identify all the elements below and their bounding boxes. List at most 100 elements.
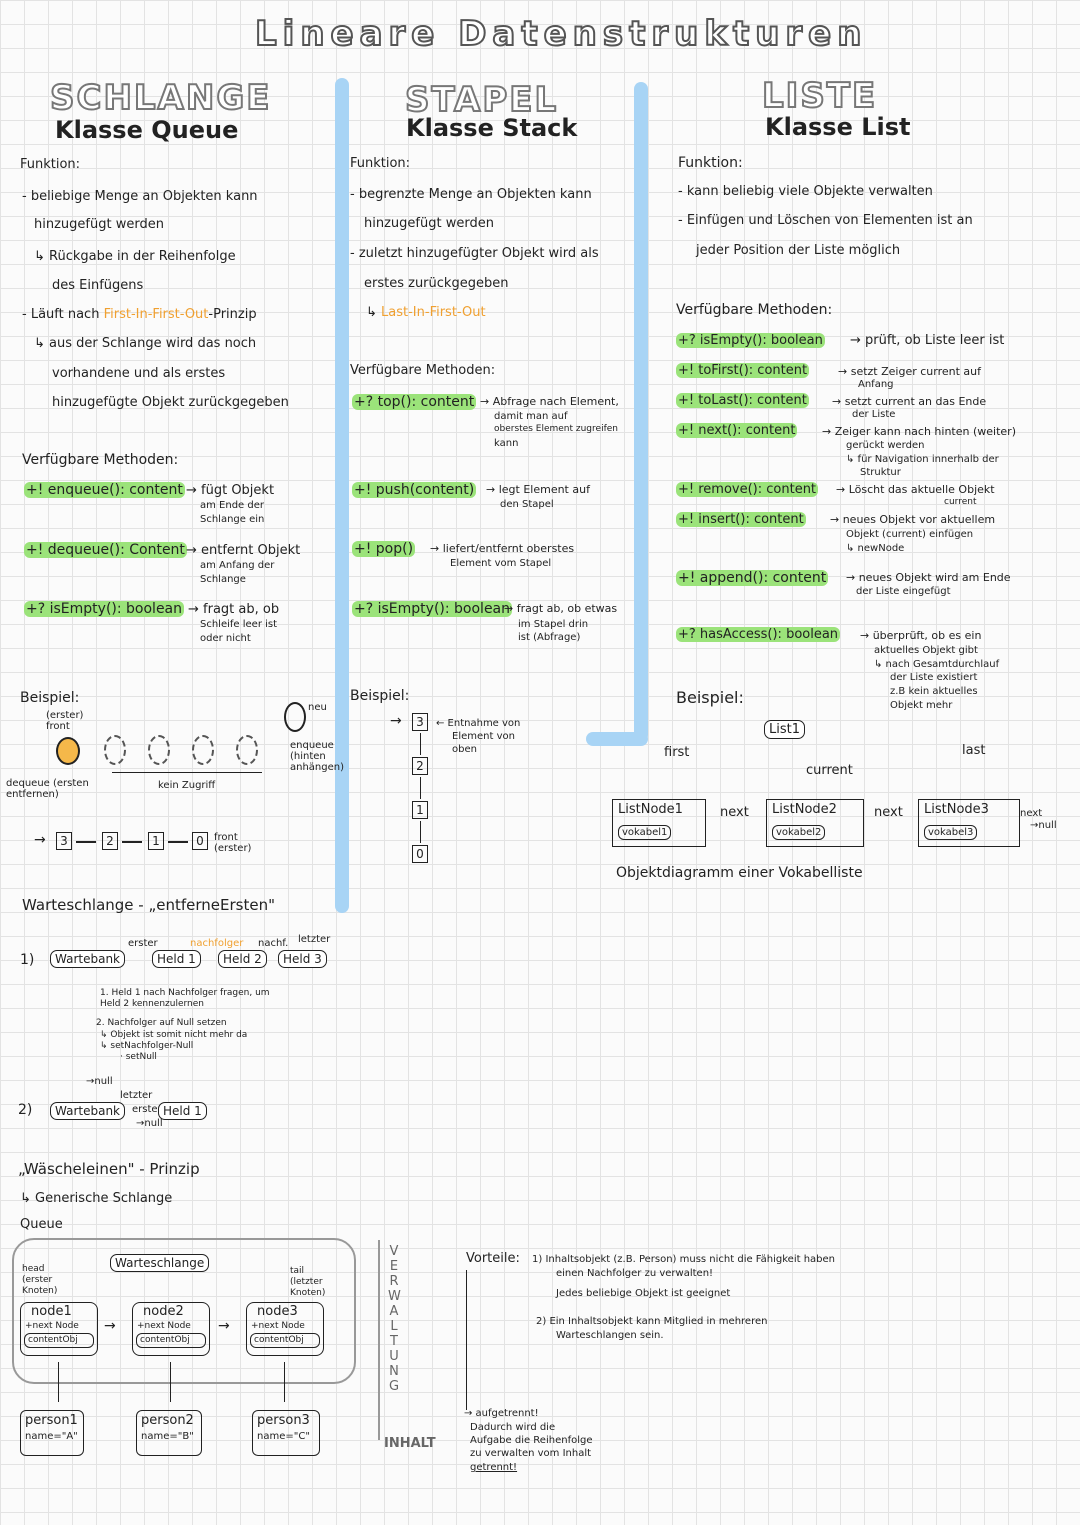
queue-example-label: Beispiel:	[20, 690, 80, 706]
wl-sub: ↳ Generische Schlange	[20, 1191, 173, 1206]
queue-chain-link	[76, 841, 96, 843]
vorteile-1b: einen Nachfolger zu verwalten!	[556, 1268, 714, 1279]
ws1-box-held3: Held 3	[278, 950, 327, 968]
list-method-append: +! append(): content	[676, 570, 829, 586]
verwaltung-letter: G	[388, 1379, 400, 1394]
wl-tail: tail (letzter Knoten)	[290, 1266, 326, 1298]
list-func-2b: jeder Position der Liste möglich	[696, 243, 901, 258]
queue-chain-0: 3	[56, 832, 72, 850]
page-title: Lineare Datenstrukturen	[254, 13, 868, 55]
list-methods-label: Verfügbare Methoden:	[676, 302, 833, 318]
queue-ex-bracket	[112, 772, 262, 773]
wl-person-1-name: person1	[25, 1413, 78, 1428]
wl-link-3	[284, 1362, 285, 1402]
vorteile-arrow-line	[466, 1270, 467, 1410]
list-ex-node-1-value: vokabel1	[618, 825, 672, 840]
list-ex-node-1-name: ListNode1	[618, 802, 683, 817]
list-hasaccess-desc-5: z.B kein aktuelles	[890, 686, 978, 697]
stack-subtitle: Klasse Stack	[406, 114, 578, 142]
stack-item-0: 3	[412, 713, 428, 731]
queue-func-2a: ↳ Rückgabe in der Reihenfolge	[34, 249, 236, 264]
list-ex-node-1: ListNode1 vokabel1	[612, 799, 706, 847]
wl-node-3-obj: contentObj	[250, 1333, 320, 1348]
list-hasaccess-desc-3: ↳ nach Gesamtdurchlauf	[874, 659, 1000, 670]
ws1-num: 1)	[20, 952, 35, 968]
wl-node-1-next: +next Node	[25, 1321, 79, 1331]
stack-push-desc-1: → legt Element auf	[486, 483, 590, 496]
queue-ex-enqueue: enqueue (hinten anhängen)	[290, 740, 345, 773]
wl-person-3-name: person3	[257, 1413, 310, 1428]
list-func-2a: - Einfügen und Löschen von Elementen ist…	[678, 213, 973, 228]
ws1-label-erster: erster	[128, 938, 158, 949]
wl-link-1	[58, 1362, 59, 1402]
queue-ex-element-3	[148, 735, 170, 765]
list-ex-node-2-name: ListNode2	[772, 802, 837, 817]
ws2-null-2: →null	[136, 1118, 163, 1129]
queue-method-dequeue: +! dequeue(): Content	[24, 542, 187, 558]
wl-arrow-2: →	[218, 1318, 230, 1334]
ws1-note-5: · setNull	[120, 1052, 157, 1062]
auf-3: Aufgabe die Reihenfolge	[470, 1435, 593, 1446]
stack-method-push: +! push(content)	[352, 482, 477, 498]
wl-person-1-value: name="A"	[25, 1431, 78, 1442]
ws1-note-2: 2. Nachfolger auf Null setzen	[96, 1018, 227, 1028]
wl-person-2-value: name="B"	[141, 1431, 194, 1442]
list-ex-next-2: next	[874, 805, 903, 820]
wl-person-3-value: name="C"	[257, 1431, 310, 1442]
queue-chain-1: 2	[102, 832, 118, 850]
list-ex-node-2-value: vokabel2	[772, 825, 826, 840]
ws2-null: →null	[86, 1076, 113, 1087]
stack-isempty-desc-1: → fragt ab, ob etwas	[504, 602, 618, 615]
ws1-label-nachf: nachf.	[258, 938, 289, 949]
wl-node-3-name: node3	[257, 1304, 298, 1319]
queue-method-enqueue: +! enqueue(): content	[24, 482, 185, 498]
queue-title: SCHLANGE	[49, 77, 272, 119]
wl-node-2-next: +next Node	[137, 1321, 191, 1331]
list-hasaccess-desc-4: der Liste existiert	[890, 672, 978, 683]
ws1-box-held1: Held 1	[152, 950, 201, 968]
wl-queue: Queue	[20, 1217, 63, 1232]
ws2-letzter: letzter	[120, 1090, 153, 1101]
stack-link	[420, 821, 421, 843]
list-method-tolast: +! toLast(): content	[676, 393, 809, 408]
stack-func-1a: - begrenzte Menge an Objekten kann	[350, 187, 592, 202]
list-next-desc-3: ↳ für Navigation innerhalb der	[846, 454, 999, 465]
queue-func-1b: hinzugefügt werden	[34, 217, 164, 232]
list-ex-node-3-value: vokabel3	[924, 825, 978, 840]
wl-head: head (erster Knoten)	[22, 1264, 58, 1296]
list-ex-null: →null	[1030, 820, 1057, 831]
wl-person-2: person2 name="B"	[136, 1410, 202, 1456]
stack-func-2b: erstes zurückgegeben	[364, 276, 509, 291]
stack-method-isempty: +? isEmpty(): boolean	[352, 601, 513, 617]
queue-func-3: - Läuft nach First-In-First-Out-Prinzip	[22, 308, 257, 322]
list-next-desc-4: Struktur	[860, 467, 901, 478]
stack-item-1: 2	[412, 757, 428, 775]
verwaltung-letter: U	[389, 1349, 399, 1364]
list-method-insert: +! insert(): content	[676, 512, 806, 527]
verwaltung-letter: V	[389, 1244, 399, 1259]
list-ex-next-1: next	[720, 805, 749, 820]
stack-methods-label: Verfügbare Methoden:	[350, 363, 496, 378]
wl-person-1: person1 name="A"	[20, 1410, 84, 1456]
stack-push-desc-2: den Stapel	[500, 499, 554, 510]
list-hasaccess-desc-2: aktuelles Objekt gibt	[874, 645, 978, 656]
queue-methods-label: Verfügbare Methoden:	[22, 452, 179, 468]
queue-ex-noaccess: kein Zugriff	[158, 780, 216, 791]
list-hasaccess-desc-6: Objekt mehr	[890, 700, 953, 711]
queue-ex-element-2	[104, 735, 126, 765]
list-remove-desc-2: current	[944, 497, 977, 507]
list-tolast-desc-1: → setzt current an das Ende	[832, 395, 987, 408]
queue-enqueue-desc-3: Schlange ein	[200, 514, 265, 525]
list-tofirst-desc-2: Anfang	[858, 379, 894, 390]
queue-chain-arrow: →	[34, 832, 46, 848]
ws2-num: 2)	[18, 1102, 33, 1118]
stack-method-pop: +! pop()	[352, 541, 416, 557]
wl-node-1: node1 +next Node contentObj	[20, 1302, 98, 1356]
stack-top-desc-4: kann	[494, 438, 519, 449]
ws1-label-letzter: letzter	[298, 934, 331, 945]
stack-pop-desc-1: → liefert/entfernt oberstes	[430, 542, 575, 555]
stack-func-1b: hinzugefügt werden	[364, 216, 494, 231]
list-example-label: Beispiel:	[676, 688, 744, 707]
list-isempty-desc: → prüft, ob Liste leer ist	[850, 333, 1005, 348]
queue-ex-element-5	[236, 735, 258, 765]
